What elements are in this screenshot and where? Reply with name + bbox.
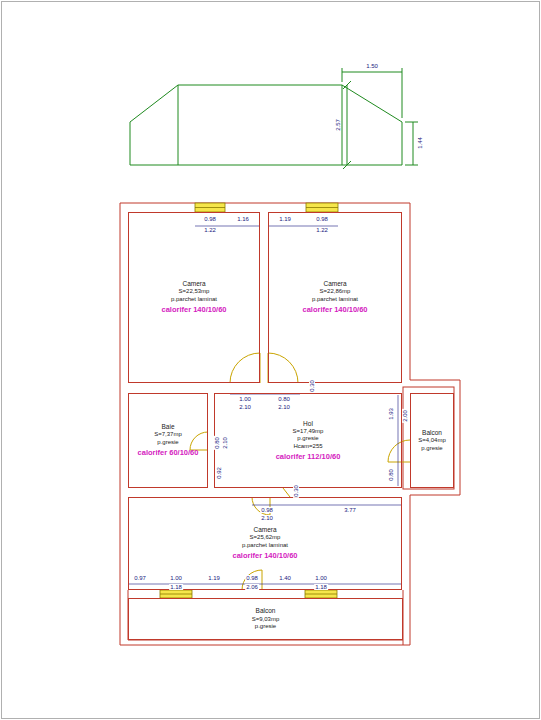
dimension-label: 1.19	[207, 575, 221, 581]
dimension-label: 0.98	[245, 575, 259, 581]
dimension-label: 2.06	[245, 584, 259, 590]
dimension-label: 1.16	[236, 216, 250, 222]
radiator-label: calorifer 140/10/60	[302, 305, 367, 314]
dimension-label: 0.30	[293, 484, 299, 498]
roof-profile	[130, 68, 418, 169]
balcony-box: BalconS=4,04mpp.gresie	[410, 393, 454, 488]
dimension-label: 2.10	[260, 515, 274, 521]
room-info: Hcam=255	[293, 443, 322, 451]
dimension-label: 1.00	[314, 575, 328, 581]
dimension-label: 2.57	[335, 118, 341, 132]
room-info: S=22,53mp	[179, 288, 210, 296]
dimension-label: 2.10	[238, 404, 252, 410]
doors	[190, 353, 410, 590]
room-info: p.gresie	[255, 623, 276, 631]
room-info: S=7,37mp	[154, 431, 182, 439]
dimension-label: 0.80	[214, 436, 220, 450]
room-info: p.parchet laminat	[312, 296, 358, 304]
dimension-label: 1.22	[315, 227, 329, 233]
room-info: S=9,03mp	[252, 616, 280, 624]
dimension-label: 2.10	[222, 436, 228, 450]
dimension-label: 1.50	[365, 63, 379, 69]
room-info: p.parchet laminat	[171, 296, 217, 304]
dimension-label: 2.10	[277, 404, 291, 410]
dimension-label: 1.40	[278, 575, 292, 581]
dimension-label: 1.93	[388, 407, 394, 421]
room-name: Baie	[161, 423, 174, 431]
dimension-label: 1.18	[169, 584, 183, 590]
dimension-label: 1.00	[169, 575, 183, 581]
room-info: S=25,62mp	[250, 534, 281, 542]
radiator-label: calorifer 60/10/60	[138, 448, 199, 457]
room-name: Balcon	[256, 607, 276, 615]
room-info: p.gresie	[421, 445, 442, 453]
dimension-label: 0.98	[260, 507, 274, 513]
room-box: CameraS=22,86mpp.parchet laminatcalorife…	[268, 212, 402, 383]
dimension-label: 0.80	[388, 468, 394, 482]
dimension-label: 1.19	[278, 216, 292, 222]
room-name: Hol	[303, 420, 313, 428]
room-info: p.parchet laminat	[242, 542, 288, 550]
dimension-label: 3.77	[343, 507, 357, 513]
room-name: Camera	[323, 280, 346, 288]
room-info: S=17,49mp	[293, 428, 324, 436]
room-box: BaieS=7,37mpp.gresiecalorifer 60/10/60	[128, 393, 208, 488]
dimension-label: 1.18	[314, 584, 328, 590]
room-info: S=4,04mp	[418, 437, 446, 445]
dimension-label: 1.44	[417, 136, 423, 150]
room-box: CameraS=22,53mpp.parchet laminatcalorife…	[128, 212, 260, 383]
room-info: p.gresie	[157, 439, 178, 447]
room-name: Balcon	[422, 429, 442, 437]
room-info: p.gresie	[297, 435, 318, 443]
dimension-label: 0.98	[315, 216, 329, 222]
dimension-label: 2.00	[402, 409, 408, 423]
radiator-label: calorifer 112/10/60	[276, 452, 341, 461]
balcony-box: BalconS=9,03mpp.gresie	[128, 598, 403, 640]
dimension-label: 0.97	[133, 575, 147, 581]
dimension-label: 0.98	[203, 216, 217, 222]
dimension-label: 1.22	[203, 227, 217, 233]
radiator-label: calorifer 140/10/60	[161, 305, 226, 314]
dimension-label: 0.80	[277, 396, 291, 402]
radiator-label: calorifer 140/10/60	[232, 551, 297, 560]
dimension-label: 1.00	[238, 396, 252, 402]
room-name: Camera	[253, 526, 276, 534]
dimension-label: 0.30	[309, 379, 315, 393]
room-info: S=22,86mp	[320, 288, 351, 296]
dimension-label: 0.92	[216, 466, 222, 480]
room-name: Camera	[182, 280, 205, 288]
dimension-lines	[128, 226, 402, 584]
walls	[120, 203, 460, 645]
windows	[160, 203, 338, 598]
